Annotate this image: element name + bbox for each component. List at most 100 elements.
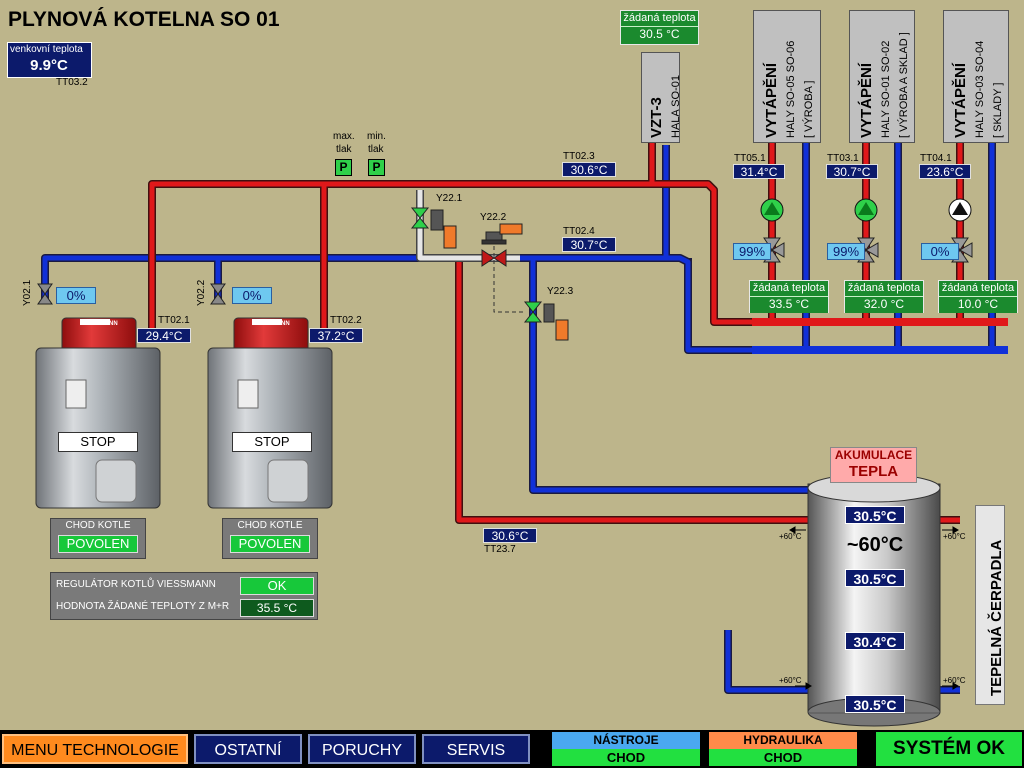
tools-indicator-title[interactable]: NÁSTROJE bbox=[552, 732, 700, 749]
accumulator-title[interactable]: AKUMULACE TEPLA bbox=[830, 447, 917, 483]
heating-3-setpoint-title: žádaná teplota bbox=[939, 281, 1017, 296]
heating-circuit-2-title: VYTÁPĚNÍ bbox=[858, 62, 875, 138]
vzt-setpoint-panel[interactable]: žádaná teplota 30.5 °C bbox=[620, 10, 699, 45]
y02-2-tag: Y02.2 bbox=[196, 279, 207, 306]
tt03-1-value: 30.7°C bbox=[826, 164, 878, 179]
tt02-2-tag: TT02.2 bbox=[330, 315, 362, 326]
tank-nominal-temp: ~60°C bbox=[846, 534, 904, 556]
heating-circuit-3-title: VYTÁPĚNÍ bbox=[952, 62, 969, 138]
accumulator-title-line2: TEPLA bbox=[848, 463, 899, 480]
heating-circuit-3-line1: HALY SO-03 SO-04 bbox=[974, 40, 986, 138]
heating-circuit-1-line1: HALY SO-05 SO-06 bbox=[785, 40, 797, 138]
heating-circuit-1-box[interactable]: VYTÁPĚNÍ HALY SO-05 SO-06 [ VÝROBA ] bbox=[753, 10, 821, 143]
menu-technology-button[interactable]: MENU TECHNOLOGIE bbox=[2, 734, 188, 764]
heating-2-setpoint-value: 32.0 °C bbox=[845, 296, 923, 313]
heating-circuit-3-text: VYTÁPĚNÍ HALY SO-03 SO-04 [ SKLADY ] bbox=[952, 41, 1006, 138]
faults-button[interactable]: PORUCHY bbox=[308, 734, 416, 764]
boiler-2-stop-button[interactable]: STOP bbox=[232, 432, 312, 452]
max-pressure-label-1: max. bbox=[333, 131, 355, 142]
heating-circuit-3-box[interactable]: VYTÁPĚNÍ HALY SO-03 SO-04 [ SKLADY ] bbox=[943, 10, 1009, 143]
heating-circuit-2-line2: [ VÝROBA A SKLAD ] bbox=[898, 32, 910, 138]
pump-1-icon bbox=[760, 198, 784, 222]
boiler-2-status-panel: CHOD KOTLE POVOLEN bbox=[222, 518, 318, 559]
vzt-setpoint-title: žádaná teplota bbox=[621, 11, 698, 26]
boiler-2-status-value[interactable]: POVOLEN bbox=[230, 535, 310, 553]
tt02-4-tag: TT02.4 bbox=[563, 226, 595, 237]
hydraulics-indicator-title[interactable]: HYDRAULIKA bbox=[709, 732, 857, 749]
y22-1-tag: Y22.1 bbox=[436, 193, 463, 204]
tools-indicator-state[interactable]: CHOD bbox=[552, 749, 700, 766]
min-pressure-label-2: tlak bbox=[368, 144, 384, 155]
vzt-3-subtitle: HALA SO-01 bbox=[669, 75, 682, 138]
tt05-1-tag: TT05.1 bbox=[734, 153, 766, 164]
boiler-1-brand: VIESSMANN bbox=[82, 321, 118, 327]
tt02-3-value: 30.6°C bbox=[562, 162, 616, 177]
min-pressure-label-1: min. bbox=[367, 131, 386, 142]
tank-temp-top: 30.5°C bbox=[845, 506, 905, 524]
heating-2-setpoint-panel[interactable]: žádaná teplota 32.0 °C bbox=[844, 280, 924, 313]
tt02-2-value: 37.2°C bbox=[309, 328, 363, 343]
tank-temp-3: 30.4°C bbox=[845, 632, 905, 650]
tt02-1-tag: TT02.1 bbox=[158, 315, 190, 326]
tt23-7-tag: TT23.7 bbox=[484, 544, 516, 555]
heating-circuit-1-line2: [ VÝROBA ] bbox=[803, 80, 815, 138]
valve-y22-2-icon bbox=[481, 223, 523, 267]
tt04-1-value: 23.6°C bbox=[919, 164, 971, 179]
heating-1-setpoint-panel[interactable]: žádaná teplota 33.5 °C bbox=[749, 280, 829, 313]
tt04-1-tag: TT04.1 bbox=[920, 153, 952, 164]
outdoor-temp-label: venkovní teplota bbox=[8, 43, 90, 56]
heating-1-setpoint-title: žádaná teplota bbox=[750, 281, 828, 296]
tank-port-label-2: +60°C bbox=[943, 532, 966, 541]
system-ok-button[interactable]: SYSTÉM OK bbox=[876, 732, 1022, 766]
hydraulics-indicator-state[interactable]: CHOD bbox=[709, 749, 857, 766]
boiler-1-status-title: CHOD KOTLE bbox=[65, 520, 131, 531]
heating-2-setpoint-title: žádaná teplota bbox=[845, 281, 923, 296]
tt05-1-value: 31.4°C bbox=[733, 164, 785, 179]
heating-circuit-2-box[interactable]: VYTÁPĚNÍ HALY SO-01 SO-02 [ VÝROBA A SKL… bbox=[849, 10, 915, 143]
heating-1-setpoint-value: 33.5 °C bbox=[750, 296, 828, 313]
heating-3-setpoint-panel[interactable]: žádaná teplota 10.0 °C bbox=[938, 280, 1018, 313]
page-title: PLYNOVÁ KOTELNA SO 01 bbox=[8, 8, 280, 31]
heating-circuit-2-text: VYTÁPĚNÍ HALY SO-01 SO-02 [ VÝROBA A SKL… bbox=[858, 32, 912, 138]
tank-port-label-1: +60°C bbox=[779, 532, 802, 541]
mixing-valve-2-value: 99% bbox=[827, 243, 865, 260]
tt02-3-tag: TT02.3 bbox=[563, 151, 595, 162]
vzt-3-title: VZT-3 bbox=[647, 97, 665, 138]
regulator-label: REGULÁTOR KOTLŮ VIESSMANN bbox=[56, 579, 216, 590]
min-pressure-switch[interactable]: P bbox=[368, 159, 385, 176]
tank-temp-bottom: 30.5°C bbox=[845, 695, 905, 713]
y22-3-tag: Y22.3 bbox=[547, 286, 574, 297]
other-button[interactable]: OSTATNÍ bbox=[194, 734, 302, 764]
mixing-valve-3-value: 0% bbox=[921, 243, 959, 260]
mixing-valve-1-value: 99% bbox=[733, 243, 771, 260]
boiler-1-status-value[interactable]: POVOLEN bbox=[58, 535, 138, 553]
boiler-1-stop-button[interactable]: STOP bbox=[58, 432, 138, 452]
tank-temp-2: 30.5°C bbox=[845, 569, 905, 587]
valve-y22-1-icon bbox=[410, 207, 457, 249]
heating-circuit-1-text: VYTÁPĚNÍ HALY SO-05 SO-06 [ VÝROBA ] bbox=[763, 41, 817, 138]
setpoint-from-mr-label: HODNOTA ŽÁDANÉ TEPLOTY Z M+R bbox=[56, 601, 230, 612]
service-button[interactable]: SERVIS bbox=[422, 734, 530, 764]
vzt-3-text: VZT-3 HALA SO-01 bbox=[648, 75, 684, 138]
boiler-1-status-panel: CHOD KOTLE POVOLEN bbox=[50, 518, 146, 559]
heating-3-setpoint-value: 10.0 °C bbox=[939, 296, 1017, 313]
max-pressure-switch[interactable]: P bbox=[335, 159, 352, 176]
tt02-1-value: 29.4°C bbox=[137, 328, 191, 343]
vzt-3-box[interactable]: VZT-3 HALA SO-01 bbox=[641, 52, 682, 143]
valve-y02-1-icon bbox=[37, 283, 53, 305]
y02-1-value: 0% bbox=[56, 287, 96, 304]
heat-pump-button[interactable]: TEPELNÁ ČERPADLA bbox=[975, 505, 1005, 705]
heating-circuit-1-title: VYTÁPĚNÍ bbox=[763, 62, 780, 138]
heating-circuit-2-line1: HALY SO-01 SO-02 bbox=[880, 40, 892, 138]
accumulator-title-line1: AKUMULACE bbox=[834, 448, 913, 462]
y02-2-value: 0% bbox=[232, 287, 272, 304]
tt02-4-value: 30.7°C bbox=[562, 237, 616, 252]
boiler-2-brand: VIESSMANN bbox=[254, 321, 290, 327]
vzt-setpoint-value: 30.5 °C bbox=[621, 26, 698, 43]
pump-2-icon bbox=[854, 198, 878, 222]
y22-2-tag: Y22.2 bbox=[480, 212, 507, 223]
boiler-2-status-title: CHOD KOTLE bbox=[237, 520, 303, 531]
setpoint-from-mr-value: 35.5 °C bbox=[240, 599, 314, 617]
valve-y22-3-icon bbox=[523, 301, 569, 341]
